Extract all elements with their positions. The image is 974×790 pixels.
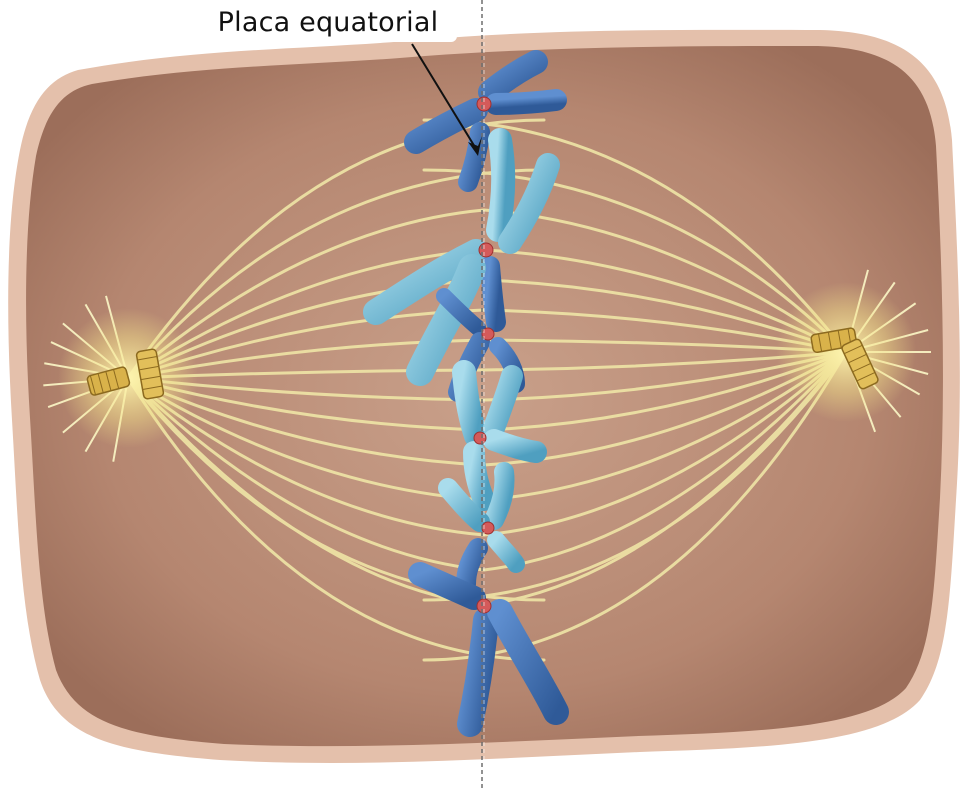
chromosome-arm [404, 98, 488, 154]
chromosome-arm [483, 429, 547, 463]
centromere [481, 327, 495, 341]
chromosome-arm [483, 365, 523, 439]
chromosome-arm [480, 256, 506, 332]
chromosome-arm [498, 153, 560, 254]
chromosome-arm [457, 607, 499, 737]
chromosome-arm [436, 288, 486, 336]
centromere [476, 96, 492, 112]
equatorial-plate-label-text: Placa equatorial [217, 6, 439, 38]
chromosome-arm [456, 538, 488, 594]
chromosome-arm [484, 462, 515, 530]
chromosome-arm [406, 254, 486, 386]
chromosome-arm [487, 599, 569, 725]
centrioles-icon [810, 327, 879, 390]
chromosome-arm [485, 89, 567, 115]
centrioles-icon [86, 348, 165, 400]
equatorial-plate-label: Placa equatorial [199, 2, 457, 42]
centromere [478, 242, 494, 258]
chromosome-arm [486, 128, 516, 242]
chromosomes [363, 50, 569, 737]
label-arrowhead [468, 136, 482, 156]
centromere [473, 431, 487, 445]
chromosome-arm [487, 531, 525, 573]
chromosome-arm [438, 478, 490, 532]
polar-fiber [422, 118, 848, 354]
chromosome-arm [478, 50, 548, 104]
chromosome-arm [458, 122, 490, 192]
chromosome-arm [463, 441, 495, 511]
chromosome-arm [408, 562, 486, 610]
polar-fiber [422, 350, 848, 602]
label-leader-line [411, 43, 479, 153]
chromosome-arm [452, 360, 488, 448]
